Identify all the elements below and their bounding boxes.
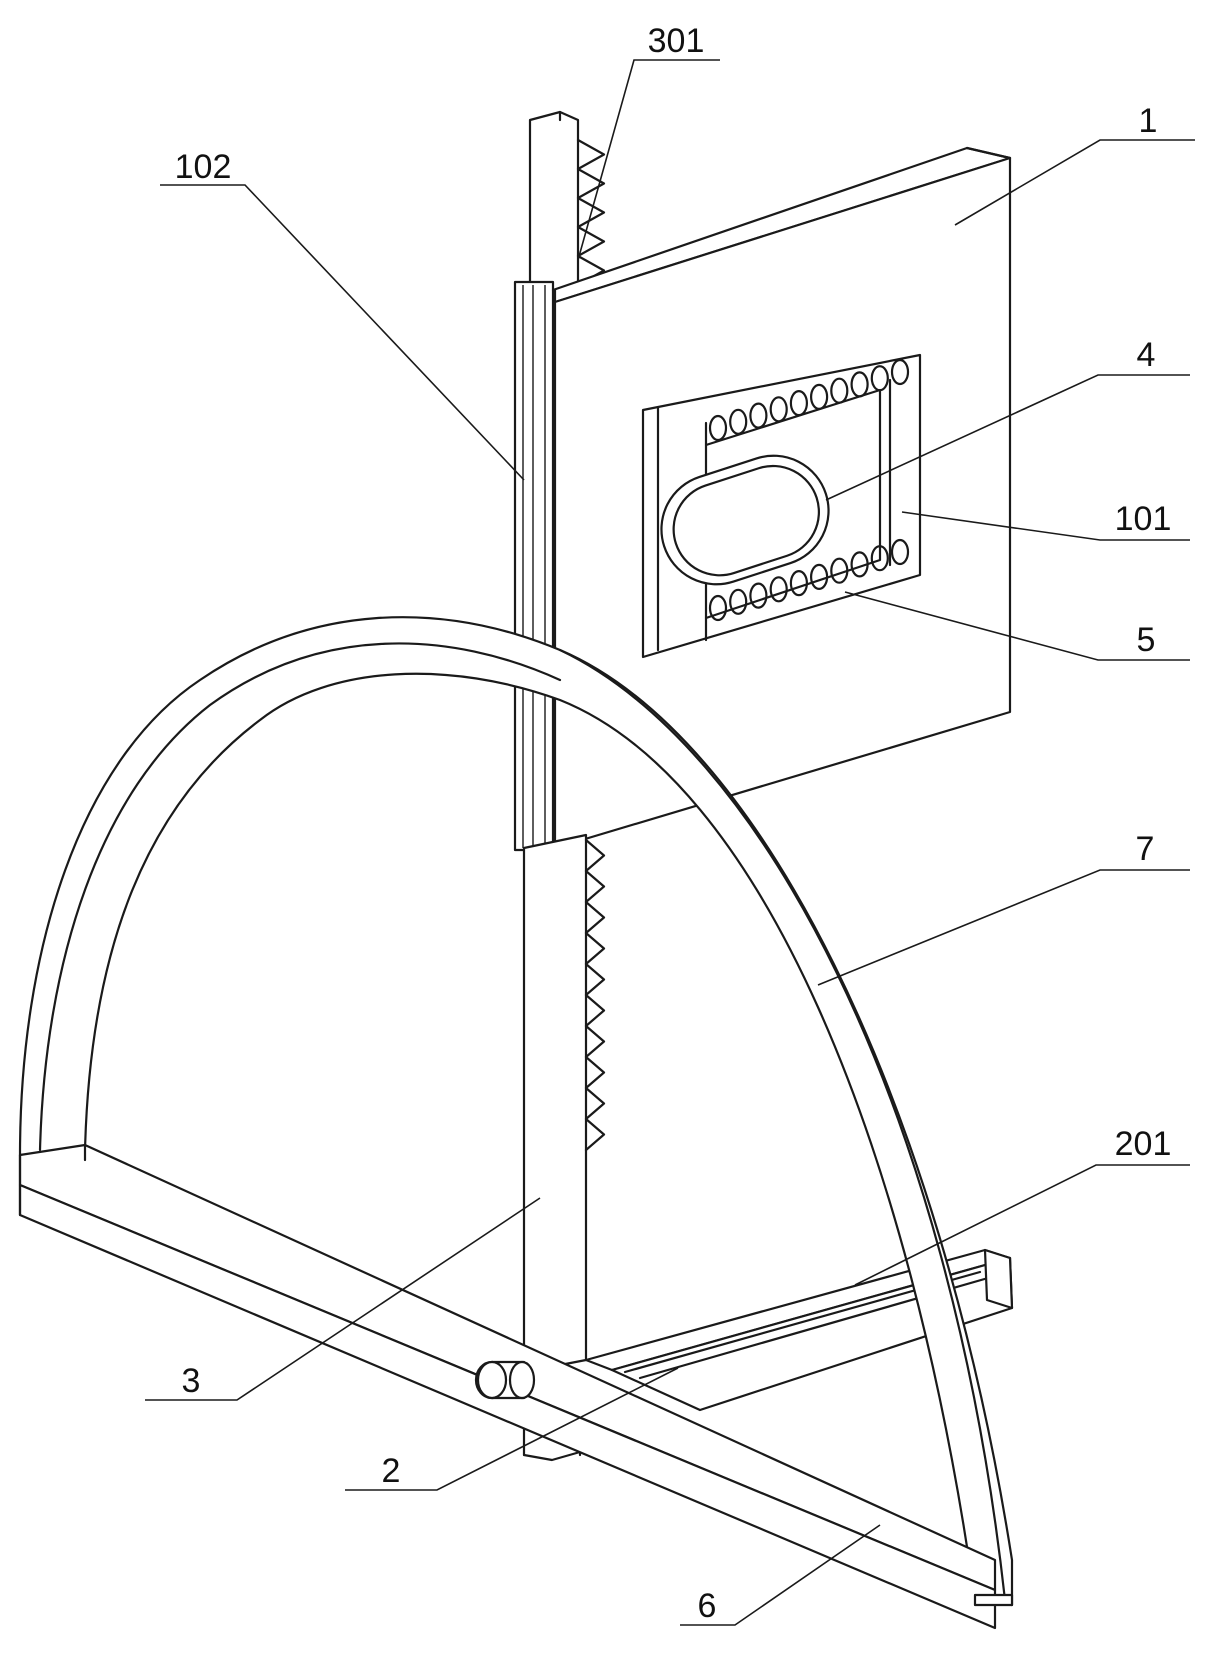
hole [850,551,869,578]
guide-strip [513,280,555,852]
hole [830,377,849,404]
knob [474,1360,536,1400]
label-6: 6 [698,1587,717,1625]
slide-rail [584,1248,1014,1412]
hole-rows [708,358,910,622]
hole [708,414,728,442]
label-5: 5 [1137,621,1156,659]
window-frame [641,353,922,659]
hole [809,383,829,410]
hole [749,582,768,609]
oval-slot [660,454,830,586]
hole [789,569,809,597]
hole [830,557,849,584]
hole [890,358,910,386]
label-4: 4 [1137,336,1156,374]
hole [769,396,788,423]
hole [870,545,889,572]
rack-bar-top [528,110,606,292]
hole [749,402,768,429]
label-7: 7 [1136,830,1155,868]
leader-lines [145,59,1195,1626]
hole [890,538,910,566]
label-2: 2 [382,1452,401,1490]
label-1: 1 [1139,102,1158,140]
labels: 301 102 1 4 101 5 7 201 3 2 6 [175,22,1172,1625]
rack-teeth-lower [584,838,606,1152]
hole [708,594,728,622]
label-101: 101 [1115,500,1172,538]
hole [729,408,748,435]
label-301: 301 [648,22,705,60]
rack-teeth-top [576,138,606,287]
label-201: 201 [1115,1125,1172,1163]
hole [769,576,788,603]
hole [870,365,889,392]
hole [850,371,869,398]
label-102: 102 [175,148,232,186]
hole [809,563,829,591]
hole [789,390,809,417]
label-3: 3 [182,1362,201,1400]
hole [729,588,748,615]
arc [18,616,1014,1607]
